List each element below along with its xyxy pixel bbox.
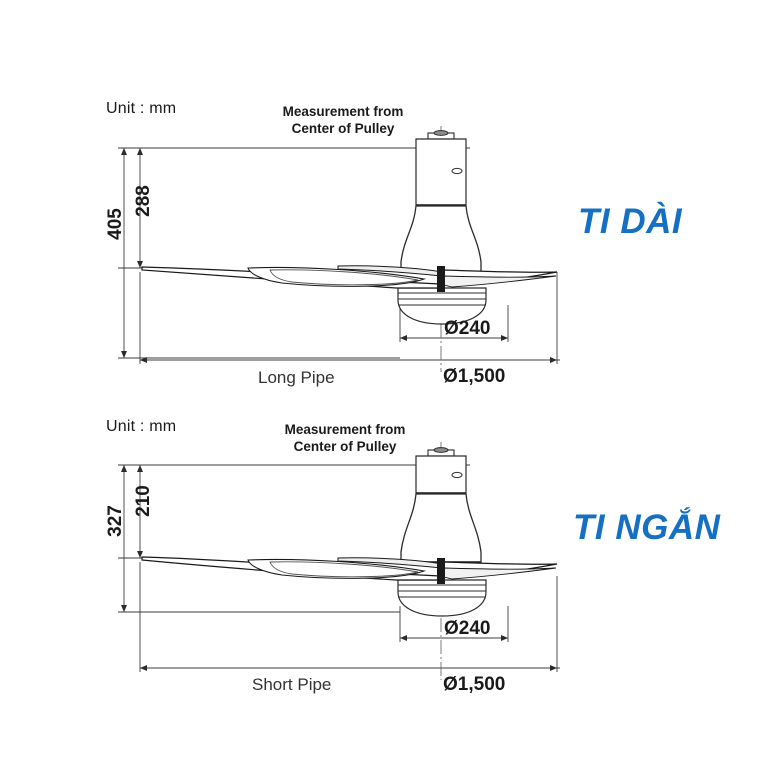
motor-housing-long bbox=[397, 130, 487, 325]
measurement-note-line1-short: Measurement from bbox=[284, 422, 406, 437]
callout-ti-ngan: TI NGẮN bbox=[573, 508, 721, 547]
unit-label-short: Unit : mm bbox=[106, 418, 177, 435]
measurement-note-line2-short: Center of Pulley bbox=[293, 438, 397, 454]
dimension-288-long: 288 bbox=[133, 185, 154, 217]
unit-label-long: Unit : mm bbox=[106, 100, 177, 117]
short-pipe-linework bbox=[118, 442, 560, 680]
motor-housing-short bbox=[397, 447, 487, 617]
dimension-hub-240-short: Ø240 bbox=[444, 618, 491, 639]
dimension-hub-240-long: Ø240 bbox=[444, 318, 491, 339]
dimension-327-short: 327 bbox=[105, 505, 126, 537]
callout-ti-dai: TI DÀI bbox=[578, 202, 683, 241]
dimension-sweep-1500-short: Ø1,500 bbox=[443, 674, 506, 695]
dimension-405-long: 405 bbox=[105, 208, 126, 240]
pipe-label-short: Short Pipe bbox=[252, 675, 332, 694]
measurement-note-line1-long: Measurement from bbox=[282, 104, 404, 119]
dimension-210-short: 210 bbox=[133, 485, 154, 517]
measurement-note-line2-long: Center of Pulley bbox=[291, 120, 395, 136]
fan-blades-long bbox=[141, 265, 558, 292]
pipe-label-long: Long Pipe bbox=[258, 368, 335, 387]
long-pipe-linework bbox=[118, 126, 560, 372]
fan-blades-short bbox=[141, 556, 558, 584]
dimension-sweep-1500-long: Ø1,500 bbox=[443, 366, 506, 387]
